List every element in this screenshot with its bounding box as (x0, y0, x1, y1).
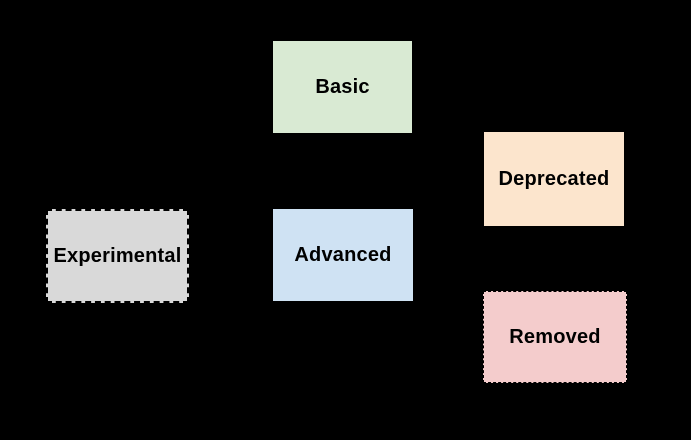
node-advanced-label: Advanced (294, 243, 392, 266)
node-basic-label: Basic (315, 75, 370, 98)
node-experimental-label: Experimental (53, 244, 182, 267)
node-deprecated-label: Deprecated (498, 167, 610, 190)
node-basic: Basic (273, 41, 412, 133)
node-deprecated: Deprecated (484, 132, 624, 226)
node-advanced: Advanced (273, 209, 413, 301)
node-removed-label: Removed (509, 325, 601, 348)
node-removed: Removed (483, 291, 627, 383)
node-experimental: Experimental (46, 209, 189, 303)
